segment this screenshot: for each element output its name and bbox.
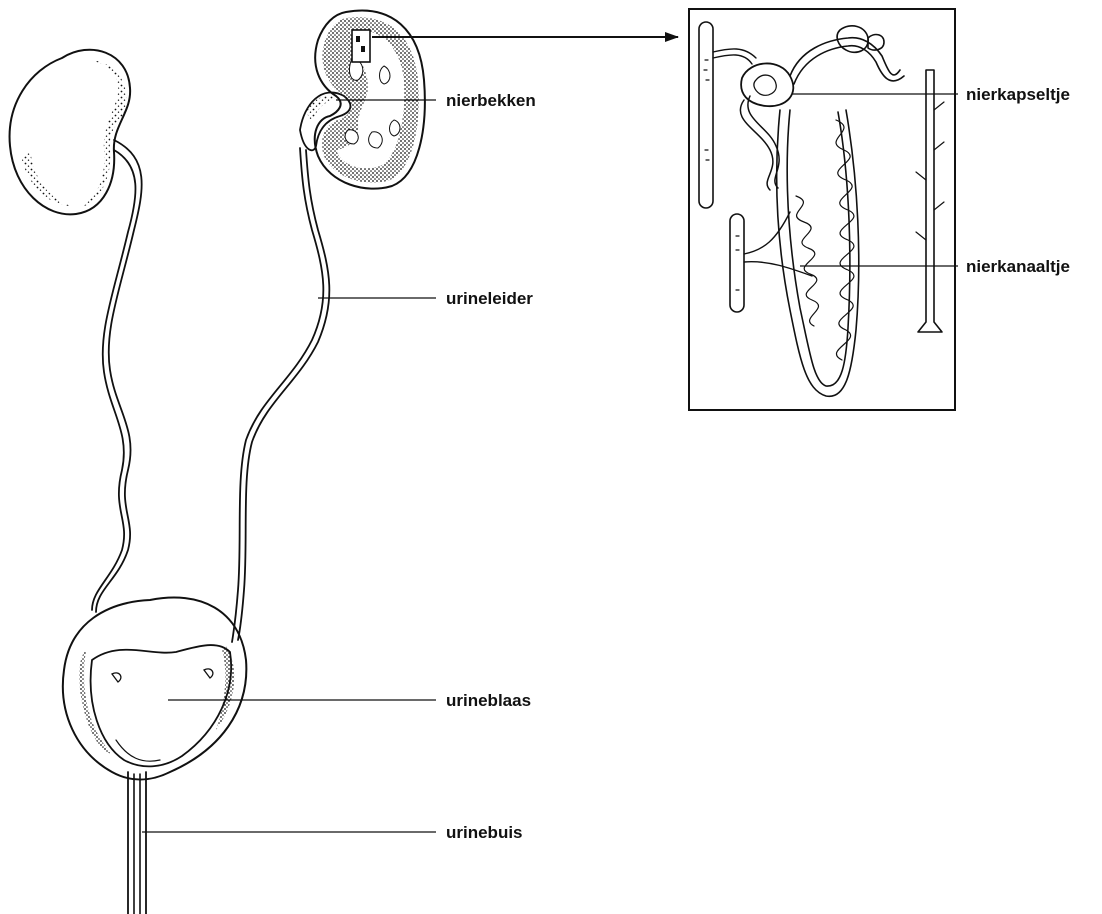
left-kidney [10,50,131,215]
label-urineleider: urineleider [446,289,533,308]
label-nierbekken: nierbekken [446,91,536,110]
left-ureter [92,140,142,612]
label-nierkanaaltje: nierkanaaltje [966,257,1070,276]
urethra [128,772,146,914]
nephron-inset [689,9,955,410]
label-nierkapseltje: nierkapseltje [966,85,1070,104]
label-urinebuis: urinebuis [446,823,523,842]
bladder [63,598,246,780]
right-ureter [232,148,329,642]
label-urineblaas: urineblaas [446,691,531,710]
